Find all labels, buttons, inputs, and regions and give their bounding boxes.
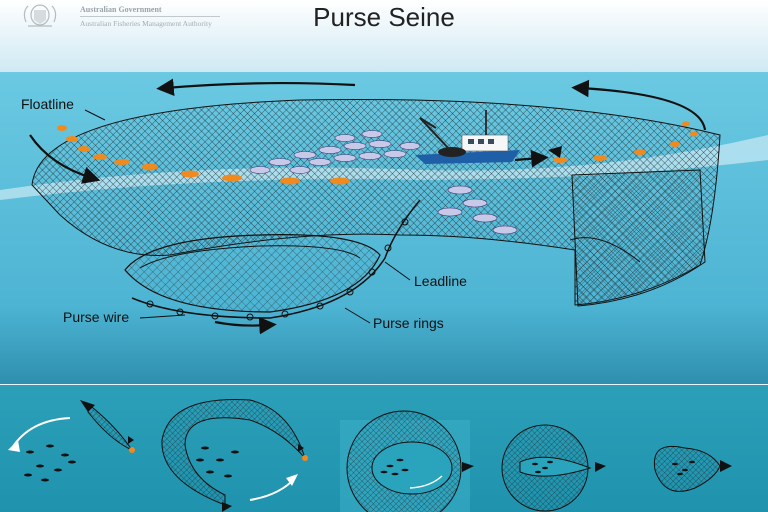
purse-wire-label: Purse wire [63,309,130,325]
stage-5-pursed [653,445,732,492]
stage-2-circling [161,399,308,512]
setting-sequence-strip [0,384,768,512]
crest-icon [23,4,57,27]
skiff-icon [548,146,562,158]
stage-3-closed [340,410,474,512]
label-leaders [84,109,411,324]
header-band: Australian Government Australian Fisheri… [0,0,768,72]
government-logo: Australian Government Australian Fisheri… [14,2,220,28]
stage-1-setting [8,400,135,482]
direction-arrow-icon [29,78,707,335]
leadline-label: Leadline [414,273,467,289]
fishing-boat-icon [415,110,520,164]
purse-rings [131,199,421,321]
stage-4-pursing [501,424,606,512]
government-name: Australian Government [80,5,162,14]
fish-school [249,130,518,235]
purse-seine-illustration [0,72,768,384]
logo-divider [80,16,220,17]
purse-rings-label: Purse rings [373,315,444,331]
floatline-label: Floatline [21,96,74,112]
page-title: Purse Seine [313,2,455,32]
floatline-floats [57,121,698,185]
agency-name: Australian Fisheries Management Authorit… [80,19,212,28]
